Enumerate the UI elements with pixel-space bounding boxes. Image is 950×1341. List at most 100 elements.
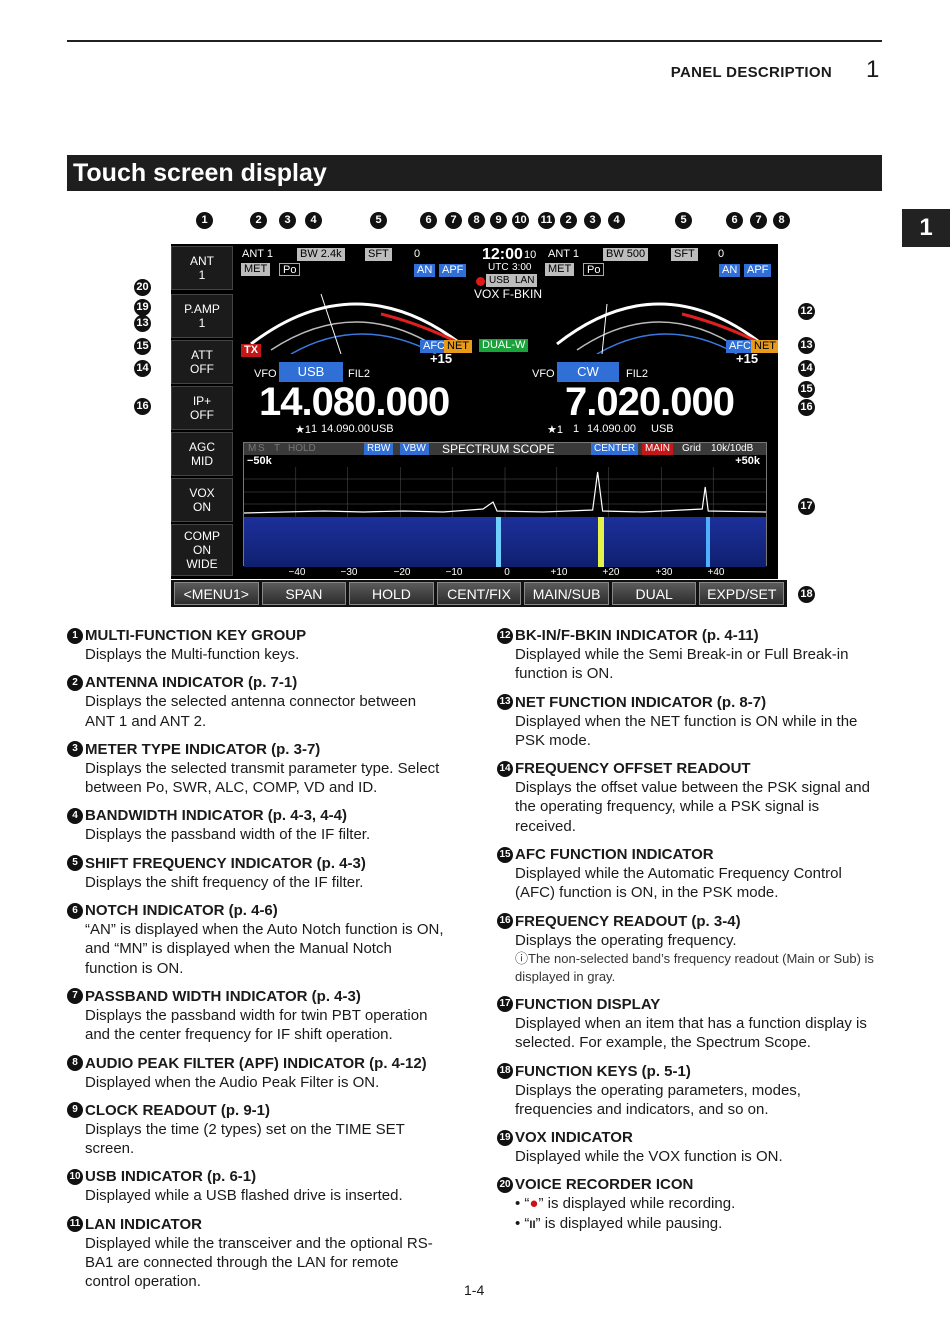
- item-bullet: • “●” is displayed while recording.: [497, 1194, 877, 1213]
- scope-title: SPECTRUM SCOPE: [442, 442, 555, 456]
- function-key[interactable]: MAIN/SUB: [524, 582, 609, 605]
- function-key[interactable]: CENT/FIX: [436, 582, 522, 605]
- mfk-key[interactable]: IP+OFF: [171, 386, 233, 430]
- item-number-badge: 1: [67, 627, 83, 644]
- item-number-badge: 3: [67, 741, 83, 758]
- scope-axis-tick-label: +40: [707, 567, 725, 578]
- main-ant-indicator: ANT 1: [242, 248, 273, 260]
- waterfall-signal: [598, 517, 604, 567]
- callout-marker: 10: [512, 212, 529, 229]
- sub-sft-indicator: SFT: [671, 248, 698, 261]
- item-title: ANTENNA INDICATOR (p. 7-1): [85, 674, 298, 692]
- callout-marker: 2: [250, 212, 267, 229]
- scope-axis-tick-label: −10: [445, 567, 463, 578]
- scope-header: M S T HOLD RBW VBW SPECTRUM SCOPE CENTER…: [244, 443, 766, 455]
- tx-indicator: TX: [241, 344, 262, 357]
- sub-notch-indicator: AN: [719, 264, 741, 277]
- item-number-badge: 7: [67, 988, 83, 1005]
- callout-marker: 13: [134, 315, 151, 332]
- callout-marker: 12: [798, 303, 815, 320]
- page-number: 1-4: [464, 1282, 485, 1298]
- function-key[interactable]: <MENU1>: [174, 582, 259, 605]
- item-description: Displayed when an item that has a functi…: [515, 1014, 867, 1052]
- item-title: AUDIO PEAK FILTER (APF) INDICATOR (p. 4-…: [85, 1054, 427, 1072]
- callout-marker: 7: [750, 212, 767, 229]
- main-offset-readout: +15: [430, 351, 453, 366]
- scope-waterfall: [244, 517, 766, 567]
- main-bw-indicator: BW 2.4k: [297, 248, 345, 261]
- item-number-badge: 14: [497, 760, 513, 777]
- utc-label: UTC: [488, 262, 509, 273]
- scope-vbw-label: VBW: [400, 443, 429, 455]
- item-description: Displayed while the Automatic Frequency …: [515, 865, 842, 902]
- item-description: Displays the selected transmit parameter…: [85, 759, 440, 797]
- scope-axis-tick-label: −30: [340, 567, 358, 578]
- sub-frequency-readout: 7.020.000: [565, 380, 735, 424]
- bullet-text: ” is displayed while recording.: [538, 1195, 736, 1213]
- callout-marker: 5: [370, 212, 387, 229]
- scope-axis-tick-label: 0: [504, 567, 510, 578]
- callout-marker: 4: [305, 212, 322, 229]
- mfk-key-label: P.AMP: [184, 302, 220, 316]
- item-description: Displays the offset value between the PS…: [515, 779, 870, 835]
- callout-marker: 14: [134, 360, 151, 377]
- item-title: BANDWIDTH INDICATOR (p. 4-3, 4-4): [85, 807, 347, 825]
- item-number-badge: 20: [497, 1176, 513, 1193]
- scope-left-span: −50k: [247, 455, 272, 467]
- callout-marker: 3: [584, 212, 601, 229]
- item-title: AFC FUNCTION INDICATOR: [515, 846, 714, 864]
- callout-marker: 7: [445, 212, 462, 229]
- lan-indicator: LAN: [512, 274, 538, 287]
- item-number-badge: 19: [497, 1129, 513, 1146]
- item-number-badge: 11: [67, 1216, 83, 1233]
- item-number-badge: 6: [67, 902, 83, 919]
- main-afc-indicator: AFC: [420, 340, 448, 353]
- scope-axis-tick-label: +10: [550, 567, 568, 578]
- function-key[interactable]: HOLD: [349, 582, 434, 605]
- main-notch-indicator: AN: [414, 264, 436, 277]
- scope-axis-tick-label: −40: [288, 567, 306, 578]
- mfk-key-label: COMP: [184, 529, 220, 543]
- main-net-indicator: NET: [444, 340, 472, 353]
- callout-marker: 6: [726, 212, 743, 229]
- item-description: Displayed while the VOX function is ON.: [515, 1148, 783, 1166]
- sub-net-indicator: NET: [751, 340, 778, 353]
- scope-main-label: MAIN: [642, 443, 673, 455]
- item-title: FREQUENCY READOUT (p. 3-4): [515, 912, 741, 930]
- item-number-badge: 2: [67, 674, 83, 691]
- callout-marker: 18: [798, 586, 815, 603]
- item-title: SHIFT FREQUENCY INDICATOR (p. 4-3): [85, 854, 366, 872]
- voice-recorder-icon: [476, 277, 485, 286]
- vox-fbkin-indicator: VOX F-BKIN: [474, 287, 543, 301]
- sub-filter-label: FIL2: [626, 368, 649, 380]
- callout-marker: 11: [538, 212, 555, 229]
- item-description: Displays the time (2 types) set on the T…: [85, 1120, 405, 1158]
- function-key[interactable]: SPAN: [261, 582, 347, 605]
- mfk-key-label: 1: [198, 316, 206, 330]
- main-sft-value: 0: [414, 248, 421, 260]
- main-sub-star: ★1: [295, 424, 311, 436]
- function-key[interactable]: EXPD/SET: [699, 582, 785, 605]
- function-key[interactable]: DUAL: [611, 582, 697, 605]
